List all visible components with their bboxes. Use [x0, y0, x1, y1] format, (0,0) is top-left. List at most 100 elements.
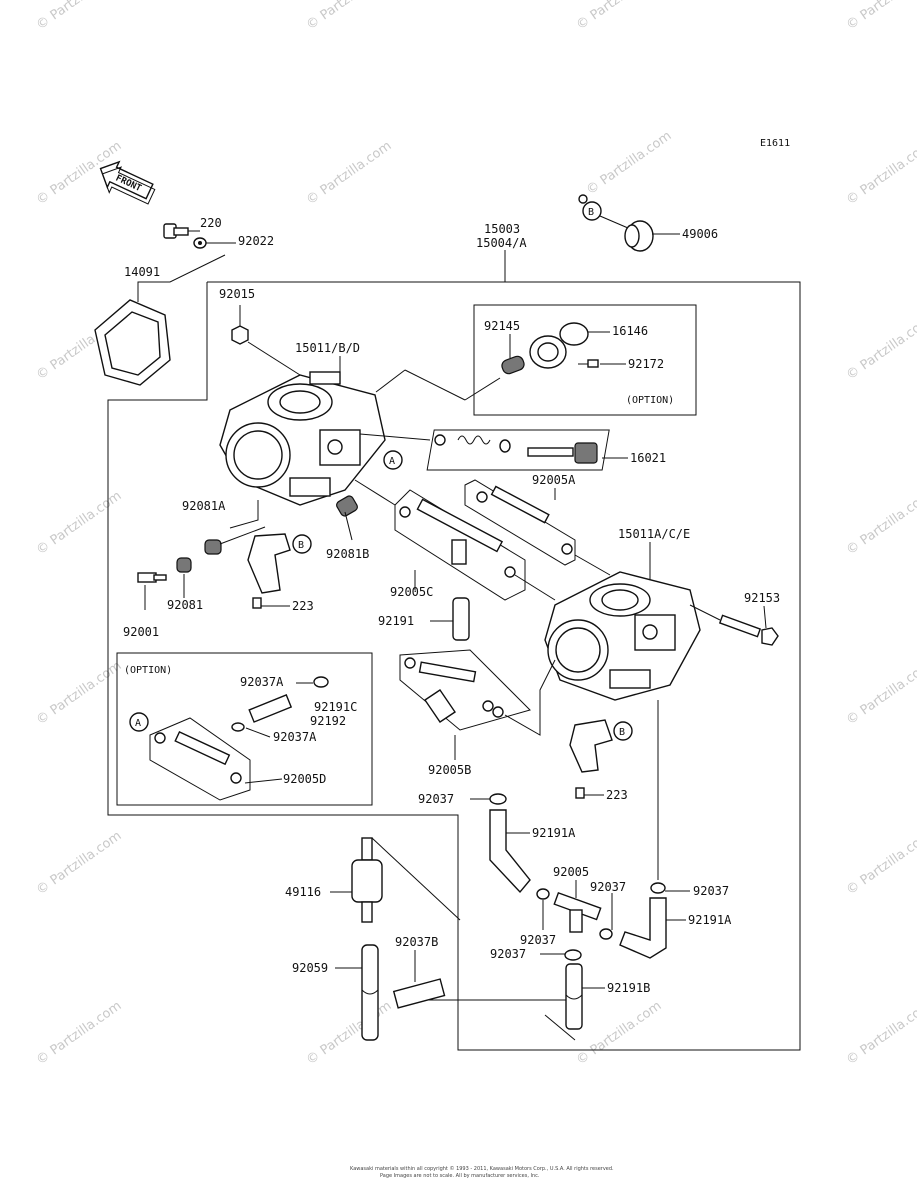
screw-223-left [252, 597, 262, 609]
watermark: © Partzilla.com [844, 998, 917, 1068]
assembly-frame [207, 281, 801, 1051]
label-92037-2: 92037 [590, 880, 626, 894]
tube-92005d [174, 730, 231, 766]
screw-92172 [578, 359, 599, 368]
screw-92001 [137, 572, 167, 583]
watermark: © Partzilla.com [844, 658, 917, 728]
o-ring [154, 732, 166, 744]
label-92191: 92191 [378, 614, 414, 628]
watermark: © Partzilla.com [34, 488, 125, 558]
watermark: © Partzilla.com [304, 998, 395, 1068]
label-92192: 92192 [310, 714, 346, 728]
label-92015: 92015 [219, 287, 255, 301]
cap-16146 [529, 322, 589, 369]
o-ring [399, 506, 411, 518]
hose-92059 [361, 944, 379, 1041]
label-92037a-1: 92037A [240, 675, 284, 689]
watermark: © Partzilla.com [574, 998, 665, 1068]
o-ring [404, 657, 416, 669]
o-ring [476, 491, 488, 503]
label-92037-4: 92037 [520, 933, 556, 947]
tube-92005a [490, 485, 550, 524]
callout-b-label: B [619, 727, 625, 738]
clamp-92037 [564, 949, 582, 961]
label-92005c: 92005C [390, 585, 433, 599]
label-92191a-1: 92191A [532, 826, 576, 840]
clamp-92037 [536, 888, 550, 900]
label-49116: 49116 [285, 885, 321, 899]
label-92037-5: 92037 [490, 947, 526, 961]
o-ring [504, 566, 516, 578]
watermark: © Partzilla.com [304, 138, 395, 208]
clamp-92037 [650, 882, 666, 894]
option-label: (OPTION) [626, 395, 674, 406]
label-16021: 16021 [630, 451, 666, 465]
label-92037a-2: 92037A [273, 730, 317, 744]
joint-92005 [553, 891, 602, 933]
screw-223-right [575, 787, 585, 799]
label-49006: 49006 [682, 227, 718, 241]
watermark: © Partzilla.com [844, 313, 917, 383]
callout-a-label: A [135, 718, 141, 729]
spring-92145 [501, 355, 525, 375]
bracket-left [247, 533, 291, 594]
callout-a [129, 712, 149, 732]
watermark: © Partzilla.com [304, 0, 395, 33]
footer-note: Page Images are not to scale. All by man… [380, 1173, 540, 1179]
label-92005: 92005 [553, 865, 589, 879]
label-92081a: 92081A [182, 499, 226, 513]
clamp-92037a [313, 676, 329, 688]
callout-b-label: B [298, 540, 304, 551]
callout-a [383, 450, 403, 470]
watermark: © Partzilla.com [574, 0, 665, 33]
hose-92191c [248, 694, 293, 723]
label-92037b: 92037B [395, 935, 438, 949]
label-92145: 92145 [484, 319, 520, 333]
label-92005d: 92005D [283, 772, 326, 786]
label-92037-1: 92037 [418, 792, 454, 806]
callout-b-label: B [588, 207, 594, 218]
label-92153: 92153 [744, 591, 780, 605]
tube-92005b [418, 661, 477, 683]
label-92191b: 92191B [607, 981, 650, 995]
bolt-92153 [718, 614, 779, 646]
part-labels: 220 92022 14091 15003 15004/A 92015 1501… [123, 216, 780, 995]
tube-92005c [416, 498, 504, 553]
option-box-bottom [116, 652, 373, 806]
option-box-top [473, 304, 697, 416]
footer-copyright: Kawasaki materials within all copyright … [350, 1165, 614, 1172]
label-92081: 92081 [167, 598, 203, 612]
label-220: 220 [200, 216, 222, 230]
callout-b [582, 201, 602, 221]
plug-49006 [624, 220, 654, 252]
fuel-filter-49116 [351, 837, 383, 923]
o-ring [561, 543, 573, 555]
option-label: (OPTION) [124, 665, 172, 676]
label-92005a: 92005A [532, 473, 576, 487]
watermark: © Partzilla.com [844, 138, 917, 208]
o-ring [230, 772, 242, 784]
clamp-92037 [489, 793, 507, 805]
label-92005b: 92005B [428, 763, 471, 777]
watermark: © Partzilla.com [844, 488, 917, 558]
carburetor-right [544, 571, 701, 701]
label-92172: 92172 [628, 357, 664, 371]
label-15004a: 15004/A [476, 236, 527, 250]
label-223-right: 223 [606, 788, 628, 802]
label-15011ace: 15011A/C/E [618, 527, 690, 541]
hose-92191 [452, 597, 470, 641]
watermark: © Partzilla.com [34, 828, 125, 898]
label-15011bd: 15011/B/D [295, 341, 360, 355]
pilot-screw-16021 [426, 429, 610, 471]
label-15003: 15003 [484, 222, 520, 236]
carburetor-left [219, 371, 386, 506]
spring-92081a [204, 539, 222, 555]
label-92059: 92059 [292, 961, 328, 975]
o-ring [492, 706, 504, 718]
bolt-220 [163, 223, 189, 239]
hose-92191b [565, 963, 583, 1030]
spring-92081 [176, 557, 192, 573]
o-ring [482, 700, 494, 712]
